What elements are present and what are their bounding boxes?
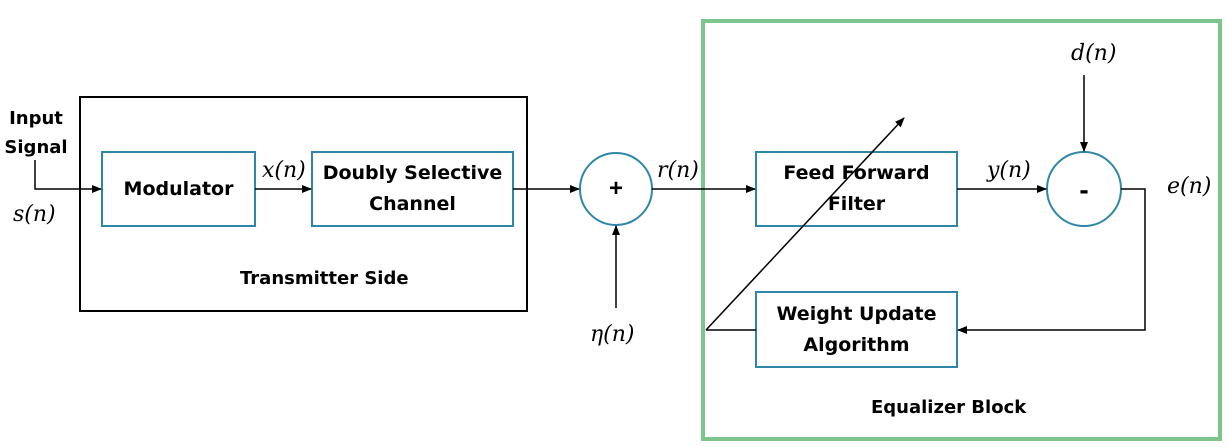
input-arrow xyxy=(34,160,102,193)
modulator-text: Modulator xyxy=(123,177,234,200)
modulator-label: Modulator xyxy=(102,152,255,226)
transmitter-side-label: Transmitter Side xyxy=(240,268,409,289)
signal-s-label: s(n) xyxy=(13,202,56,227)
transmitter-side-box xyxy=(79,96,528,312)
input-signal-line1: Input xyxy=(9,108,63,129)
weight-update-text-line1: Weight Update xyxy=(776,302,937,325)
equalizer-block-label: Equalizer Block xyxy=(871,397,1027,418)
ff-filter-text-line1: Feed Forward xyxy=(783,162,930,184)
signal-r-label: r(n) xyxy=(657,158,699,183)
channel-text-line2: Channel xyxy=(369,193,456,215)
ff-filter-box xyxy=(755,151,958,227)
signal-d-label: d(n) xyxy=(1071,41,1117,66)
weight-update-box xyxy=(755,291,958,368)
weight-update-label: Weight Update Algorithm xyxy=(756,292,957,367)
input-signal-label: Input Signal xyxy=(0,104,72,162)
equalizer-box xyxy=(701,19,1222,441)
signal-y-label: y(n) xyxy=(987,158,1031,183)
channel-text-line1: Doubly Selective xyxy=(322,162,503,184)
modulator-box xyxy=(101,151,256,227)
signal-e-label: e(n) xyxy=(1167,174,1212,199)
signal-eta-label: η(n) xyxy=(590,322,635,347)
error-feedback-arrow xyxy=(957,188,1146,334)
ff-filter-label: Feed Forward Filter xyxy=(756,152,957,226)
subtractor-symbol: - xyxy=(1079,174,1089,205)
signal-x-label: x(n) xyxy=(262,158,306,183)
channel-box xyxy=(311,151,514,227)
channel-label: Doubly Selective Channel xyxy=(312,152,513,226)
adder-symbol: + xyxy=(608,175,623,202)
ff-filter-text-line2: Filter xyxy=(827,193,886,215)
input-signal-line2: Signal xyxy=(4,137,68,158)
adaptation-arrow xyxy=(705,117,905,331)
weight-update-text-line2: Algorithm xyxy=(803,333,910,356)
